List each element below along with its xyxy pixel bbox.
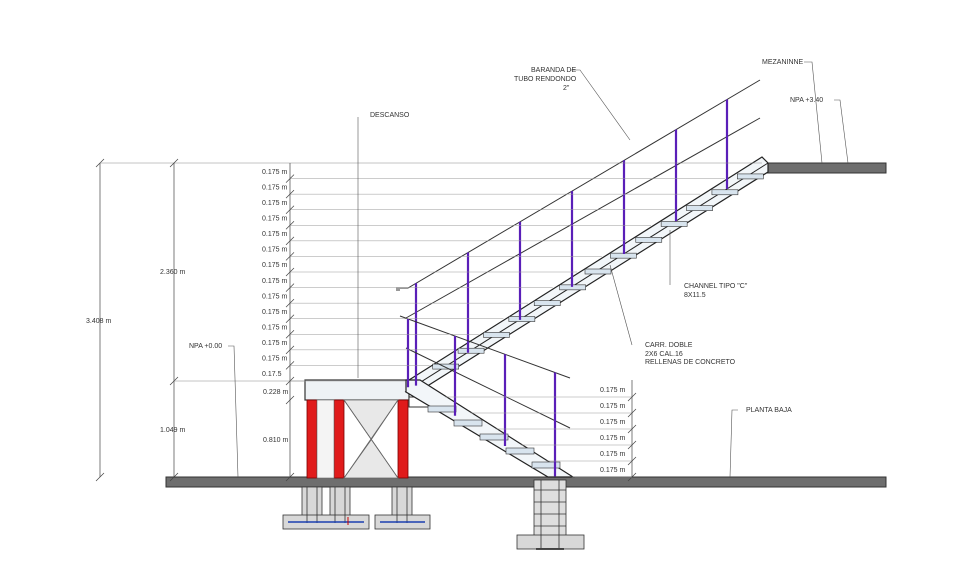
lower-riser-dim: 0.175 m (600, 419, 625, 426)
stringer-label-2: 2X6 CAL.16 (645, 351, 683, 358)
tread (508, 316, 536, 322)
upper-flight (404, 156, 769, 393)
ground-floor-slab (165, 476, 887, 488)
column-middle (333, 399, 345, 479)
tread (427, 405, 457, 413)
column-left (306, 399, 318, 479)
mezzanine-slab (761, 162, 887, 174)
upper-treads (432, 173, 764, 370)
tread (584, 268, 612, 275)
tread (533, 300, 561, 306)
tread (453, 419, 483, 427)
lower-riser-dim: 0.175 m (600, 435, 625, 442)
upper-handrail (396, 79, 761, 319)
mezzanine-label: MEZANINNE (762, 59, 804, 66)
upper-riser-dim: 0.175 m (262, 231, 287, 238)
lower-riser-dim: 0.175 m (600, 403, 625, 410)
tread (737, 173, 764, 180)
lower-rail-posts (406, 318, 557, 477)
lower-riser-labels: 0.175 m 0.175 m 0.175 m 0.175 m 0.175 m 0.175… (600, 387, 625, 474)
tread (479, 433, 509, 441)
leader-lines (228, 61, 849, 478)
landing-label: DESCANSO (370, 112, 410, 119)
handrail-label-1: BARANDA DE (531, 67, 576, 74)
upper-riser-dim: 0.175 m (262, 200, 287, 207)
upper-riser-dim: 0.175 m (262, 309, 287, 316)
riser-extension-lines (285, 174, 725, 482)
npa-ground-label: NPA +0.00 (189, 343, 222, 350)
channel-label-2: 8X11.5 (684, 292, 706, 299)
upper-riser-dim: 0.175 m (262, 262, 287, 269)
tread (660, 221, 688, 227)
lower-riser-dim: 0.175 m (600, 451, 625, 458)
upper-riser-dim: 0.175 m (262, 293, 287, 300)
lower-riser-dim: 0.175 m (600, 467, 625, 474)
landing-columns (306, 399, 409, 479)
channel-label-1: CHANNEL TIPO "C" (684, 283, 748, 290)
lower-height-dim: 1.049 m (160, 427, 185, 434)
upper-riser-dim: 0.175 m (262, 340, 287, 347)
tread (531, 461, 561, 469)
upper-riser-dim: 0.175 m (262, 169, 287, 176)
vertical-dimensions (95, 158, 762, 482)
landing-slab (304, 379, 410, 401)
column-height-dim: 0.810 m (263, 437, 288, 444)
footings (282, 479, 585, 550)
upper-riser-dim: 0.175 m (262, 216, 287, 223)
upper-riser-dim: 0.175 m (262, 278, 287, 285)
upper-rail-posts (414, 99, 729, 386)
handrail-label-2: TUBO RENDONDO (514, 76, 577, 83)
tread (635, 237, 663, 243)
upper-riser-dim: 0.175 m (262, 247, 287, 254)
tread (505, 447, 535, 455)
upper-riser-labels: 0.175 m 0.175 m 0.175 m 0.175 m 0.175 m 0.175… (262, 169, 287, 378)
tread (686, 205, 713, 211)
tread (711, 189, 739, 196)
lower-handrail (399, 315, 571, 429)
upper-riser-dim: 0.17.5 (262, 371, 282, 378)
lower-flight (405, 379, 576, 478)
tread (432, 363, 459, 370)
landing-thickness-dim: 0.228 m (263, 389, 288, 396)
tread (457, 347, 485, 354)
tread (483, 332, 510, 338)
npa-top-label: NPA +3.40 (790, 97, 823, 104)
stringer-label-1: CARR. DOBLE (645, 342, 693, 349)
ground-floor-label: PLANTA BAJA (746, 407, 792, 414)
total-height-dim: 3.408 m (86, 318, 111, 325)
lower-riser-dim: 0.175 m (600, 387, 625, 394)
handrail-label-3: 2" (563, 85, 570, 92)
upper-riser-dim: 0.175 m (262, 356, 287, 363)
column-right (397, 399, 409, 479)
upper-height-dim: 2.360 m (160, 269, 185, 276)
upper-riser-dim: 0.175 m (262, 325, 287, 332)
stringer-label-3: RELLENAS DE CONCRETO (645, 359, 736, 366)
upper-riser-dim: 0.175 m (262, 184, 287, 191)
